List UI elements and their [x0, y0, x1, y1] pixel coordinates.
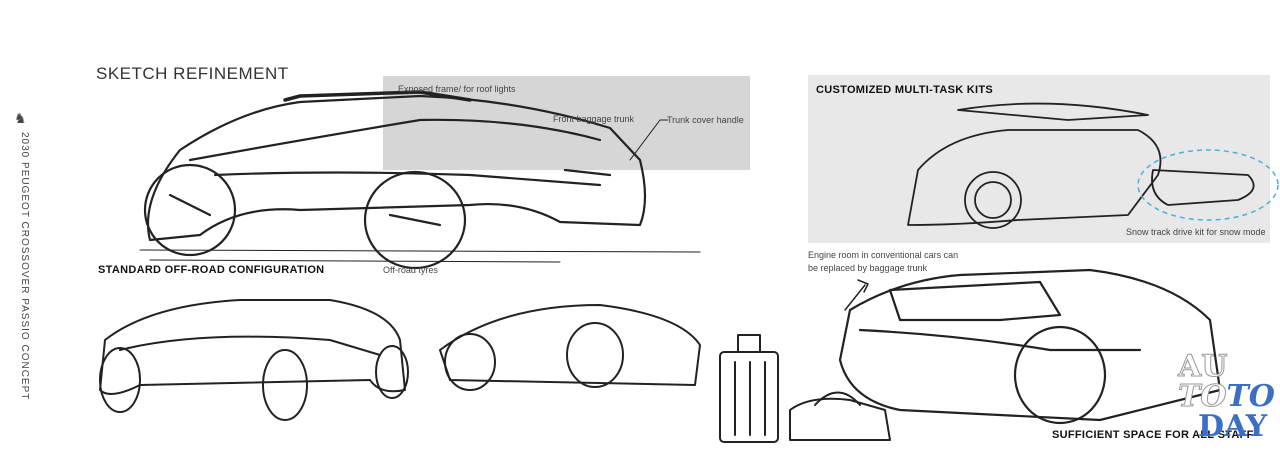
annotation-tyres: Off-road tyres	[383, 265, 438, 275]
kits-title: CUSTOMIZED MULTI-TASK KITS	[816, 84, 994, 96]
annotation-exposed-frame: Exposed frame/ for roof lights	[398, 84, 516, 94]
snow-kit-sketch	[907, 102, 1279, 229]
annotation-panel	[383, 76, 750, 170]
watermark-line2: TOTO	[1177, 379, 1275, 414]
watermark-line1: AU	[1178, 349, 1228, 384]
caption-sufficient-space: SUFFICIENT SPACE FOR ALL STAFF	[1052, 429, 1254, 441]
engine-room-note-line1: Engine room in conventional cars can	[808, 250, 959, 260]
engine-room-note-line2: be replaced by baggage trunk	[808, 263, 928, 273]
watermark-line2b: TO	[1226, 379, 1275, 414]
peugeot-lion-icon: ♞	[14, 110, 27, 126]
annotation-trunk-handle: Trunk cover handle	[667, 115, 744, 125]
caption-standard-offroad: STANDARD OFF-ROAD CONFIGURATION	[98, 264, 325, 276]
watermark-line3: DAY	[1198, 409, 1268, 444]
annotation-front-trunk: Front baggage trunk	[553, 114, 635, 124]
snow-kit-note: Snow track drive kit for snow mode	[1126, 227, 1266, 237]
watermark-logo: AU TOTO DAY	[1177, 349, 1275, 444]
watermark-line2a: TO	[1177, 379, 1227, 414]
section-title: SKETCH REFINEMENT	[96, 64, 289, 83]
multi-task-kits-panel: CUSTOMIZED MULTI-TASK KITS Snow track dr…	[808, 75, 1279, 243]
